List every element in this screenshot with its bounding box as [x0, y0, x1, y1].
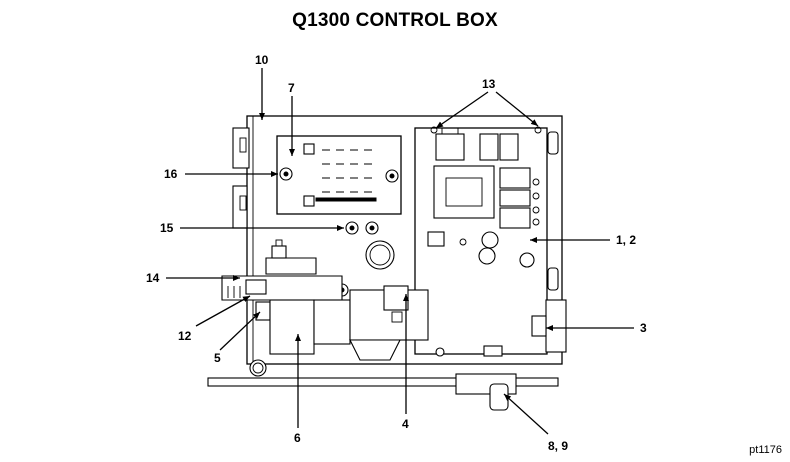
diagram-title: Q1300 CONTROL BOX	[292, 10, 498, 31]
callout-4: 4	[402, 417, 409, 431]
screws	[335, 221, 395, 297]
callout-12: 12	[178, 329, 192, 343]
callout-3: 3	[640, 321, 647, 335]
callout-16: 16	[164, 167, 178, 181]
callout-13: 13	[482, 77, 496, 91]
component-assembly	[349, 285, 503, 361]
callout-labels: 13 10 7 16 15 1, 2 14 3 12 5 6 4 8, 9	[146, 53, 647, 453]
side-connector	[531, 299, 567, 353]
sensor-assembly	[221, 239, 351, 377]
callout-7: 7	[288, 81, 295, 95]
figure-id: pt1176	[749, 444, 782, 456]
callout-6: 6	[294, 431, 301, 445]
control-board	[414, 126, 559, 355]
relay-board	[276, 135, 402, 215]
callout-10: 10	[255, 53, 269, 67]
callout-5: 5	[214, 351, 221, 365]
callout-8-9: 8, 9	[548, 439, 568, 453]
callout-14: 14	[146, 271, 160, 285]
leader-lines	[166, 68, 634, 435]
bottom-rail	[207, 373, 559, 411]
callout-1-2: 1, 2	[616, 233, 636, 247]
callout-15: 15	[160, 221, 174, 235]
